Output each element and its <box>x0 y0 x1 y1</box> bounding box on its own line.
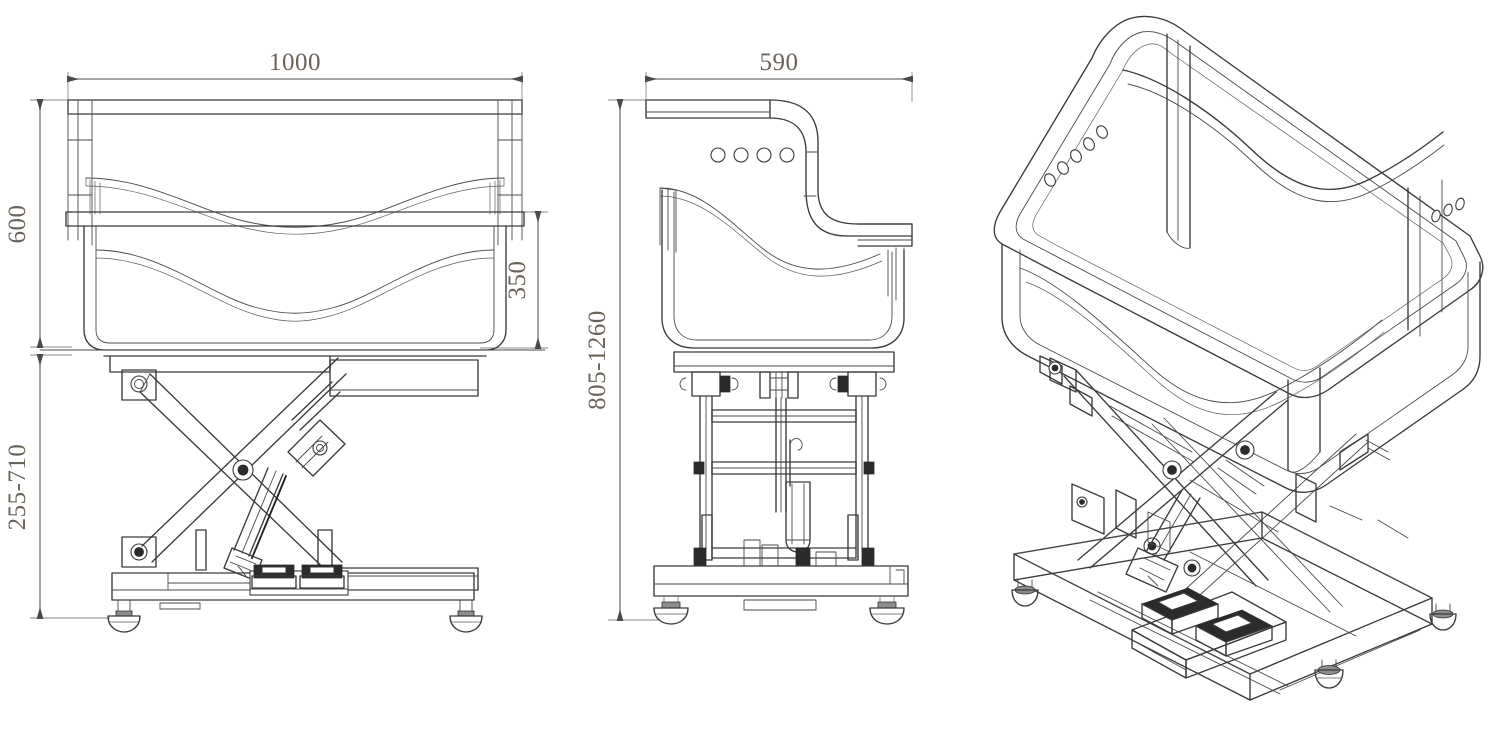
dimension-tub-depth: 350 <box>480 211 548 349</box>
dimension-label-255-710: 255-710 <box>4 444 31 531</box>
front-view-tub <box>39 99 546 397</box>
iso-leveling-foot-rear-right <box>1429 603 1457 631</box>
iso-tub <box>993 15 1484 493</box>
iso-base-frame <box>1011 511 1457 701</box>
dimension-overall-width: 1000 <box>67 49 523 102</box>
dimension-lift-range: 255-710 <box>4 354 110 619</box>
overflow-holes-side <box>710 147 795 163</box>
iso-scissor-lift <box>1048 357 1409 613</box>
dimension-overall-depth: 590 <box>645 49 913 102</box>
foot-pedals[interactable] <box>249 564 349 596</box>
leveling-foot-right <box>449 599 483 633</box>
front-view: 1000 600 255-710 350 <box>4 49 548 633</box>
dimension-label-590: 590 <box>760 49 799 76</box>
dimension-label-1000: 1000 <box>269 49 321 76</box>
side-view-tub <box>645 99 913 373</box>
dimension-total-height: 805-1260 <box>584 99 660 621</box>
side-leveling-foot-left <box>653 595 689 625</box>
iso-view <box>993 15 1484 701</box>
dimension-label-805-1260: 805-1260 <box>584 310 611 410</box>
iso-foot-pedals[interactable] <box>1131 587 1287 679</box>
side-leveling-foot-right <box>869 595 905 625</box>
iso-holes-left <box>1044 125 1108 187</box>
dimension-label-350: 350 <box>504 261 531 300</box>
side-view-base-frame <box>653 565 909 625</box>
dimension-label-600: 600 <box>4 205 31 244</box>
side-view-lift-column <box>679 371 887 567</box>
front-view-base-frame <box>107 564 483 633</box>
front-view-scissor-lift <box>121 357 479 591</box>
leveling-foot-left <box>107 599 141 633</box>
iso-holes-right <box>1431 197 1465 223</box>
iso-leveling-foot-front <box>1314 659 1344 689</box>
side-view: 590 805-1260 <box>584 49 913 625</box>
dimension-tub-height: 600 <box>4 99 72 348</box>
iso-leveling-foot-rear-left <box>1011 579 1039 607</box>
